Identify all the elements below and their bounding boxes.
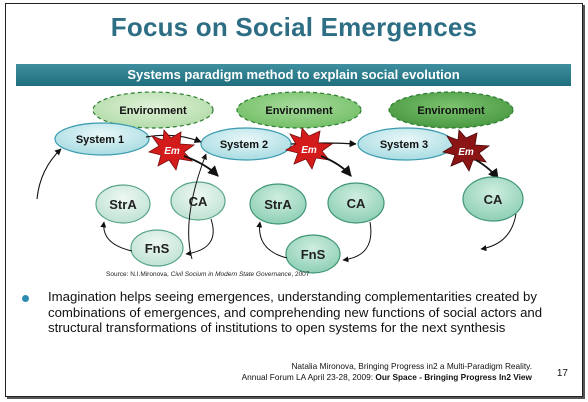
source-prefix: Source: N.I.Mironova, — [106, 271, 171, 278]
source-suffix: , 2007 — [291, 271, 310, 278]
system-2: System 2 — [200, 127, 292, 161]
page-number: 17 — [556, 368, 568, 379]
slide: Focus on Social Emergences Systems parad… — [5, 3, 583, 397]
environment-2: Environment — [236, 91, 362, 129]
emergence-burst-1: Em — [147, 129, 196, 171]
footer: Natalia Mironova, Bringing Progress in2 … — [242, 361, 532, 383]
emergence-burst-2: Em — [284, 127, 334, 170]
group3-ca-label: CA — [484, 192, 503, 207]
group1-ca-label: CA — [189, 194, 208, 209]
arrow-em2-to-ca — [320, 155, 352, 177]
social-evolution-diagram: Environment Environment Environment Syst… — [36, 91, 524, 274]
environment-2-label: Environment — [265, 105, 333, 117]
bullet-text: Imagination helps seeing emergences, und… — [48, 289, 543, 336]
footer-line-2-bold: Our Space - Bringing Progress In2 View — [375, 372, 532, 382]
group2-fns-label: FnS — [301, 247, 326, 262]
group2-stra: StrA — [249, 183, 307, 225]
footer-line-1: Natalia Mironova, Bringing Progress in2 … — [291, 361, 532, 371]
group2-stra-label: StrA — [264, 197, 292, 212]
environment-3: Environment — [388, 91, 514, 129]
system-1: System 1 — [54, 122, 150, 156]
arrow-g1-ca-to-fns — [185, 218, 214, 257]
system-3: System 3 — [357, 127, 455, 161]
environment-3-label: Environment — [417, 105, 485, 117]
group1-stra: StrA — [95, 184, 151, 224]
subtitle-banner: Systems paradigm method to explain socia… — [16, 64, 571, 86]
slide-title: Focus on Social Emergences — [110, 12, 478, 42]
arrow-into-system1 — [36, 148, 62, 200]
arrow-g1-fns-to-stra — [100, 221, 133, 252]
arrow-em1-to-ca — [183, 155, 219, 177]
system-1-label: System 1 — [76, 134, 124, 146]
group1-fns-label: FnS — [145, 241, 170, 256]
group1-fns: FnS — [130, 229, 184, 267]
group3-ca: CA — [462, 176, 524, 222]
emergence-burst-3: Em — [441, 129, 491, 172]
group2-ca: CA — [327, 182, 385, 224]
system-3-label: System 3 — [380, 139, 428, 151]
arrow-em3-to-ca — [475, 159, 499, 180]
group2-ca-label: CA — [347, 196, 366, 211]
group1-stra-label: StrA — [109, 197, 137, 212]
emergence-label-3: Em — [458, 147, 474, 158]
arrow-g2-ca-to-fns — [342, 221, 372, 263]
arrow-g2-fns-to-stra — [256, 221, 288, 259]
source-title: Civil Socium in Modern State Governance — [170, 271, 292, 278]
arrow-into-system2 — [188, 153, 207, 260]
group1-ca: CA — [170, 181, 226, 221]
emergence-label-1: Em — [164, 146, 180, 157]
group2-fns: FnS — [285, 234, 341, 274]
footer-line-2-prefix: Annual Forum LA April 23-28, 2009: — [241, 372, 376, 382]
bullet-dot — [22, 295, 29, 302]
footer-line-2: Annual Forum LA April 23-28, 2009: Our S… — [242, 372, 532, 383]
environment-1-label: Environment — [119, 105, 187, 117]
arrow-g3-ca-out — [480, 213, 517, 252]
emergence-label-2: Em — [301, 145, 317, 156]
environment-1: Environment — [92, 91, 214, 129]
source-citation: Source: N.I.Mironova, Civil Socium in Mo… — [106, 271, 309, 278]
system-2-label: System 2 — [220, 139, 268, 151]
